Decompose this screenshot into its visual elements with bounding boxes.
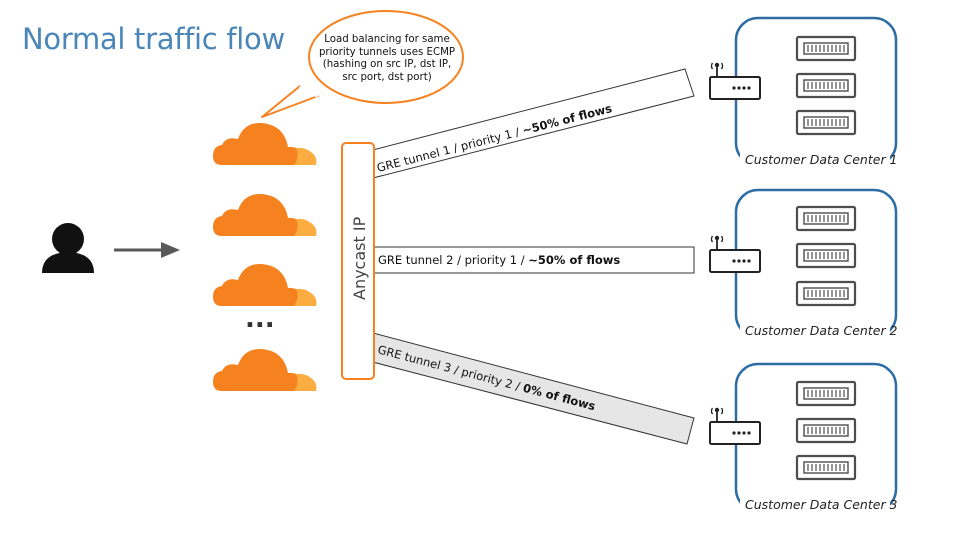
data-center-label: Customer Data Center 3 (745, 497, 898, 512)
data-center-2 (709, 188, 898, 341)
server-icon (795, 109, 857, 136)
tunnel-label: GRE tunnel 2 / priority 1 / (378, 253, 528, 267)
server-icon (795, 242, 857, 269)
server-icon (795, 280, 857, 307)
arrow-right-icon (114, 242, 180, 258)
server-icon (795, 72, 857, 99)
data-center-label: Customer Data Center 2 (745, 323, 898, 338)
server-icon (795, 35, 857, 62)
callout-bubble (261, 10, 464, 118)
cloudflare-cloud-icon (213, 193, 317, 236)
data-center-3 (709, 362, 898, 515)
svg-text:GRE tunnel 3 / priority 2 / 0%: GRE tunnel 3 / priority 2 / 0% of flows (376, 342, 597, 413)
server-icon (795, 380, 857, 407)
tunnel-share: ~50% of flows (528, 253, 620, 267)
svg-text:GRE tunnel 1 / priority 1 / ~5: GRE tunnel 1 / priority 1 / ~50% of flow… (375, 101, 613, 175)
tunnel-2: GRE tunnel 2 / priority 1 / ~50% of flow… (364, 246, 695, 274)
tunnel-3: GRE tunnel 3 / priority 2 / 0% of flows (364, 332, 695, 445)
data-center-label: Customer Data Center 1 (745, 152, 898, 167)
cloudflare-cloud-icon (213, 263, 317, 306)
server-icon (795, 417, 857, 444)
anycast-ip-label: Anycast IP (350, 216, 369, 300)
page-title: Normal traffic flow (22, 22, 285, 56)
cloudflare-cloud-icon (213, 348, 317, 391)
callout-text: Load balancing for same priority tunnels… (318, 34, 456, 83)
anycast-ip-bar: Anycast IP (341, 142, 375, 380)
more-locations-ellipsis: ... (245, 304, 275, 334)
cloudflare-cloud-icon (213, 122, 317, 165)
server-icon (795, 454, 857, 481)
user-icon (42, 223, 94, 273)
server-icon (795, 205, 857, 232)
svg-text:GRE tunnel 2 / priority 1 / ~5: GRE tunnel 2 / priority 1 / ~50% of flow… (378, 253, 620, 267)
data-center-1 (709, 16, 898, 170)
